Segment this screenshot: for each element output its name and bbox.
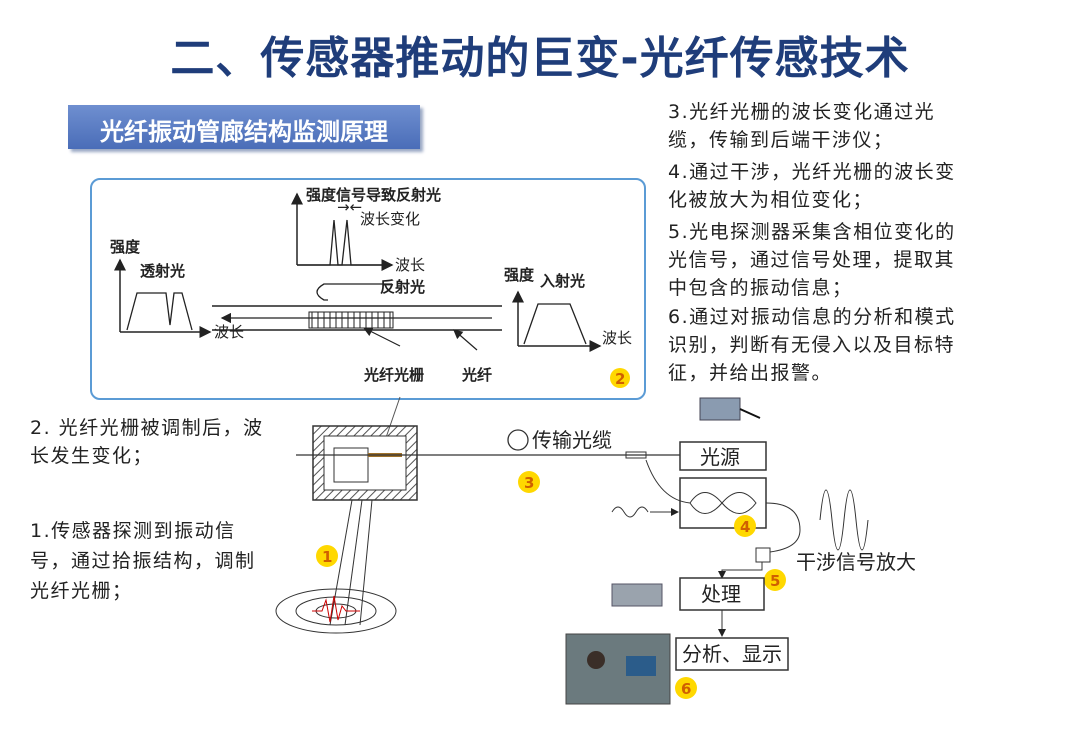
reflect-loop <box>316 283 392 301</box>
step-2-text: 2. 光纤光栅被调制后，波长发生变化； <box>30 417 264 467</box>
badge-6 <box>675 677 697 699</box>
subtitle: 光纤振动管廊结构监测原理 <box>100 118 388 146</box>
interferometer-loop <box>689 492 757 514</box>
incident-label: 入射光 <box>540 272 585 290</box>
badge-5-label: 5 <box>770 572 780 590</box>
trans-y-label: 强度 <box>110 238 141 256</box>
detector-to-process <box>718 562 763 579</box>
step-1-text: 1.传感器探测到振动信号，通过拾振结构，调制光纤光栅； <box>30 520 256 602</box>
operator-photo <box>565 633 671 705</box>
vibration-signal <box>312 595 360 623</box>
reflected-label: 反射光 <box>380 278 425 296</box>
reflect-title-label: 强度信号导致反射光 <box>306 186 441 204</box>
badge-2 <box>610 368 630 388</box>
connector <box>625 451 647 459</box>
monitor <box>626 656 656 676</box>
interferometer-out <box>765 502 801 553</box>
badge-2-label: 2 <box>615 370 625 388</box>
incident-x-label: 波长 <box>602 329 632 347</box>
step-4-text: 4.通过干涉，光纤光栅的波长变化被放大为相位变化； <box>668 161 956 211</box>
step-6-text: 6.通过对振动信息的分析和模式识别，判断有无侵入以及目标特征，并给出报警。 <box>668 306 956 384</box>
interferometer-box <box>679 477 767 529</box>
process-box <box>679 577 765 611</box>
ground-ring-inner <box>315 603 357 619</box>
process-label: 处理 <box>701 582 741 606</box>
fiber-label: 光纤 <box>461 366 492 384</box>
wavelength-change-label: 波长变化 <box>360 210 420 228</box>
incident-y-label: 强度 <box>504 266 535 284</box>
step-3-text: 3.光纤光栅的波长变化通过光缆，传输到后端干涉仪； <box>668 101 936 151</box>
trans-curve <box>126 292 193 331</box>
badge-1 <box>316 545 338 567</box>
source-box <box>679 441 767 471</box>
fiber-pointer <box>453 329 478 351</box>
badge-6-label: 6 <box>681 680 691 698</box>
step-5-text: 5.光电探测器采集含相位变化的光信号，通过信号处理，提取其中包含的振动信息； <box>668 221 956 299</box>
badge-3 <box>518 471 540 493</box>
display-label: 分析、显示 <box>682 642 782 666</box>
laser-module <box>699 397 741 421</box>
input-wave <box>611 506 649 518</box>
grating-principle-diagram: 强度信号导致反射光 波长变化 →← 波长 强度 透射光 波长 反射光 光纤光栅 … <box>110 186 632 388</box>
badge-5 <box>764 569 786 591</box>
source-label: 光源 <box>700 445 740 469</box>
ground-ring-middle <box>295 596 377 626</box>
processor-device <box>611 583 663 607</box>
reflect-peaks <box>297 219 382 266</box>
badge-1-label: 1 <box>322 548 332 566</box>
badge-4 <box>734 515 756 537</box>
operator <box>587 651 605 669</box>
shift-arrows: →← <box>337 198 362 216</box>
grating-lines <box>308 311 394 329</box>
sensor-cavity <box>323 435 407 491</box>
sensor-housing <box>312 425 418 501</box>
reflect-x-label: 波长 <box>395 256 425 274</box>
amplify-label: 干涉信号放大 <box>796 550 916 574</box>
source-to-interferometer <box>645 459 691 504</box>
inset-connector <box>379 396 401 456</box>
pickup-structure <box>333 447 369 483</box>
ground-ring-outer <box>275 588 397 634</box>
badge-3-label: 3 <box>524 474 534 492</box>
grating-principle-panel: 强度信号导致反射光 波长变化 →← 波长 强度 透射光 波长 反射光 光纤光栅 … <box>90 178 646 400</box>
page-title: 二、传感器推动的巨变-光纤传感技术 <box>170 33 910 84</box>
badge-4-label: 4 <box>740 518 750 536</box>
pickup-line-2 <box>344 499 363 626</box>
trans-x-label: 波长 <box>214 323 244 341</box>
pickup-line-3 <box>359 499 373 626</box>
grating-pointer <box>362 327 401 347</box>
transmitted-label: 透射光 <box>140 262 185 280</box>
photodetector <box>755 547 771 563</box>
display-box <box>675 637 789 671</box>
pickup-line-1 <box>329 499 353 626</box>
sensor-grating <box>368 453 402 457</box>
cable-label: 传输光缆 <box>532 428 612 452</box>
cable-coil <box>507 429 529 451</box>
laser-pigtail <box>739 408 761 419</box>
grating-label: 光纤光栅 <box>363 366 424 384</box>
incident-curve <box>523 303 587 345</box>
amplified-wave <box>819 489 869 551</box>
subtitle-banner: 光纤振动管廊结构监测原理 <box>68 105 420 149</box>
